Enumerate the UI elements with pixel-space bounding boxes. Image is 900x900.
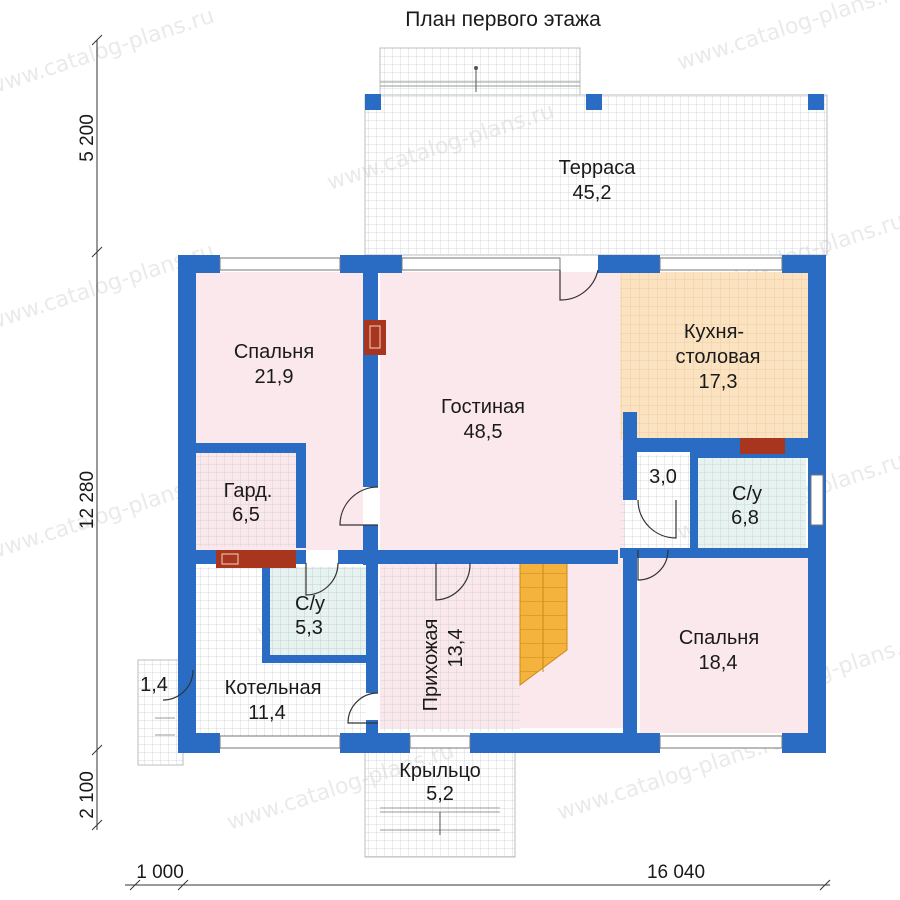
dim-left-bottom: 2 100 [77, 771, 98, 819]
boiler-name: Котельная [225, 677, 322, 699]
living-name: Гостиная [441, 396, 525, 418]
dimension-lines [91, 34, 831, 891]
stove [216, 550, 296, 568]
wardrobe-name: Гард. [224, 480, 273, 502]
windows [219, 257, 824, 749]
bath1-area: 5,3 [295, 617, 323, 639]
kitchen-name-1: Кухня- [684, 321, 744, 343]
wardrobe-area: 6,5 [232, 504, 260, 526]
bath2-name: С/у [732, 483, 762, 505]
room-labels: Терраса 45,2 Спальня 21,9 Гостиная 48,5 … [140, 157, 762, 805]
hall-small-area: 3,0 [649, 466, 677, 488]
dim-bottom-right: 16 040 [647, 862, 705, 883]
stove [740, 438, 785, 454]
fireplace [364, 320, 386, 355]
bedroom2-name: Спальня [679, 627, 759, 649]
bath1-name: С/у [295, 593, 325, 615]
kitchen-name-2: столовая [676, 346, 761, 368]
porch-area: 5,2 [426, 783, 454, 805]
bedroom1-name: Спальня [234, 341, 314, 363]
side-step-area: 1,4 [140, 674, 168, 696]
terrace [364, 47, 828, 256]
watermark-text: www.catalog-plans.ru [674, 0, 900, 76]
column [365, 94, 381, 110]
terrace-area: 45,2 [573, 182, 612, 204]
dim-left-mid: 12 280 [77, 471, 98, 529]
doors [162, 269, 677, 724]
watermark-text: www.catalog-plans.ru [0, 4, 217, 101]
entry-name: Прихожая [420, 619, 442, 712]
bath2-area: 6,8 [731, 507, 759, 529]
living-area: 48,5 [464, 421, 503, 443]
column [808, 94, 824, 110]
bedroom1-area: 21,9 [255, 366, 294, 388]
column [586, 94, 602, 110]
walls [178, 255, 826, 753]
terrace-name: Терраса [559, 157, 637, 179]
dim-bottom-left: 1 000 [136, 862, 184, 883]
dim-left-top: 5 200 [77, 114, 98, 162]
porch-name: Крыльцо [399, 760, 481, 782]
bedroom2-area: 18,4 [699, 652, 738, 674]
kitchen-area: 17,3 [699, 371, 738, 393]
boiler-area: 11,4 [248, 702, 285, 724]
plan-title: План первого этажа [405, 8, 601, 31]
entry-area: 13,4 [445, 629, 467, 668]
